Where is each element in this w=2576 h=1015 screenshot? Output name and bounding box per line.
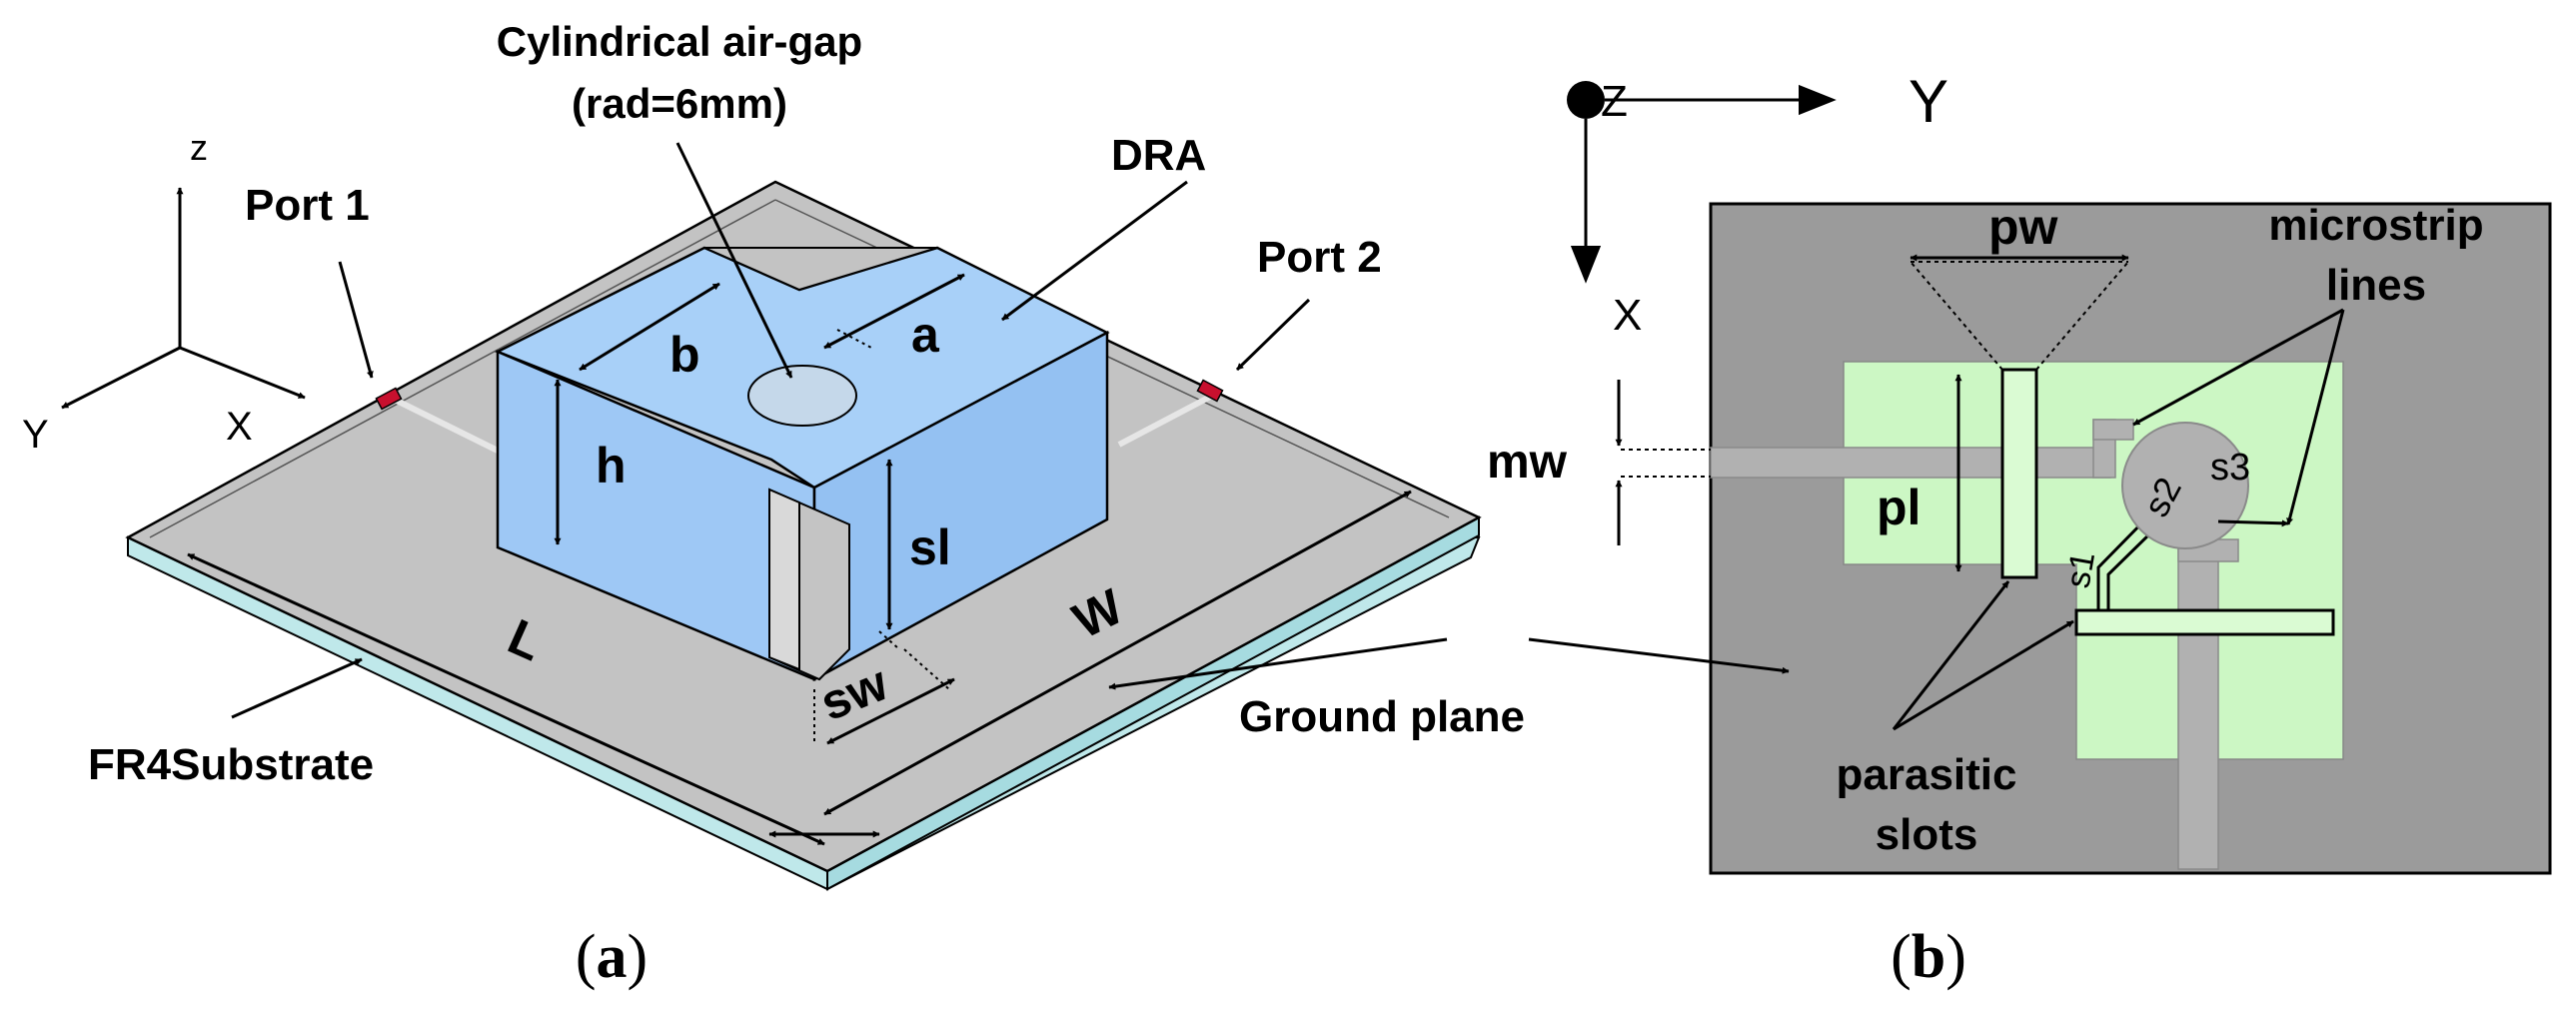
air-gap-label-line1: Cylindrical air-gap xyxy=(497,18,862,65)
axis-x-label-b: X xyxy=(1613,291,1642,340)
ground-plane-label: Ground plane xyxy=(1239,692,1525,741)
dim-h-label: h xyxy=(596,438,627,494)
air-gap-leader xyxy=(675,142,793,379)
s3-label: s3 xyxy=(2210,447,2250,489)
port-2-marker xyxy=(1196,379,1224,403)
caption-a-open: ( xyxy=(576,923,597,991)
dim-L-arrow xyxy=(187,552,825,846)
dim-sl-label: sl xyxy=(909,519,951,575)
axis-y-label-a: Y xyxy=(22,413,49,457)
dim-pw-label: pw xyxy=(1988,199,2058,255)
parasitic-label-line2: slots xyxy=(1876,810,1978,859)
microstrip-leader-1 xyxy=(2132,308,2344,427)
port1-leader xyxy=(338,261,374,379)
port-1-marker xyxy=(375,387,403,411)
axis-y-label-b: Y xyxy=(1909,68,1948,135)
axis-z-label-b: Z xyxy=(1601,77,1628,126)
parasitic-slot-vertical xyxy=(2000,368,2038,579)
air-gap-label-line2: (rad=6mm) xyxy=(572,80,787,127)
parasitic-leader-1 xyxy=(1892,580,2010,730)
port2-leader xyxy=(1235,298,1311,372)
dim-mw-label: mw xyxy=(1487,436,1568,489)
s3-arrow xyxy=(2217,519,2289,527)
dim-a-arrow xyxy=(823,273,965,350)
port1-label: Port 1 xyxy=(245,181,370,230)
microstrip-label-line2: lines xyxy=(2326,261,2426,310)
axis-x-label-a: X xyxy=(226,405,253,449)
port2-label: Port 2 xyxy=(1257,233,1382,282)
dim-b-arrow xyxy=(579,282,720,372)
circular-slot xyxy=(2121,422,2249,549)
axes-a xyxy=(61,187,306,410)
panel-b: Z Y X pw pl mw microstrip lines Ground p… xyxy=(1239,68,2552,875)
parasitic-slot-horizontal xyxy=(2074,608,2335,636)
parasitic-leader-2 xyxy=(1893,619,2074,731)
caption-a-letter: a xyxy=(597,923,628,991)
air-gap-ellipse xyxy=(747,365,857,427)
substrate-label: FR4Substrate xyxy=(88,740,374,789)
caption-a-close: ) xyxy=(628,923,648,991)
microstrip-label-line1: microstrip xyxy=(2268,201,2483,250)
ground-plane-leader-b xyxy=(1528,637,1790,674)
caption-b: (b) xyxy=(1891,923,1966,991)
microstrip-lines xyxy=(1710,419,2239,870)
ground-plane-leader-a xyxy=(1108,637,1448,690)
substrate-leader xyxy=(231,657,363,719)
caption-b-letter: b xyxy=(1912,923,1945,991)
dra-label: DRA xyxy=(1111,131,1206,180)
caption-a: (a) xyxy=(576,923,647,991)
parasitic-label-line1: parasitic xyxy=(1837,750,2017,799)
caption-b-close: ) xyxy=(1945,923,1966,991)
dim-pl-label: pl xyxy=(1877,480,1921,535)
dim-a-label: a xyxy=(911,307,940,363)
s1-label: s1 xyxy=(2058,548,2102,590)
panel-a: Cylindrical air-gap (rad=6mm) DRA Port 1… xyxy=(22,18,1482,891)
caption-b-open: ( xyxy=(1891,923,1912,991)
axis-z-label-a: z xyxy=(190,127,208,168)
dra-leader xyxy=(1001,180,1188,322)
dim-b-label: b xyxy=(669,327,700,383)
axes-b xyxy=(1567,81,1837,284)
microstrip-leader-2 xyxy=(2286,309,2345,525)
dim-W-arrow xyxy=(823,490,1412,816)
